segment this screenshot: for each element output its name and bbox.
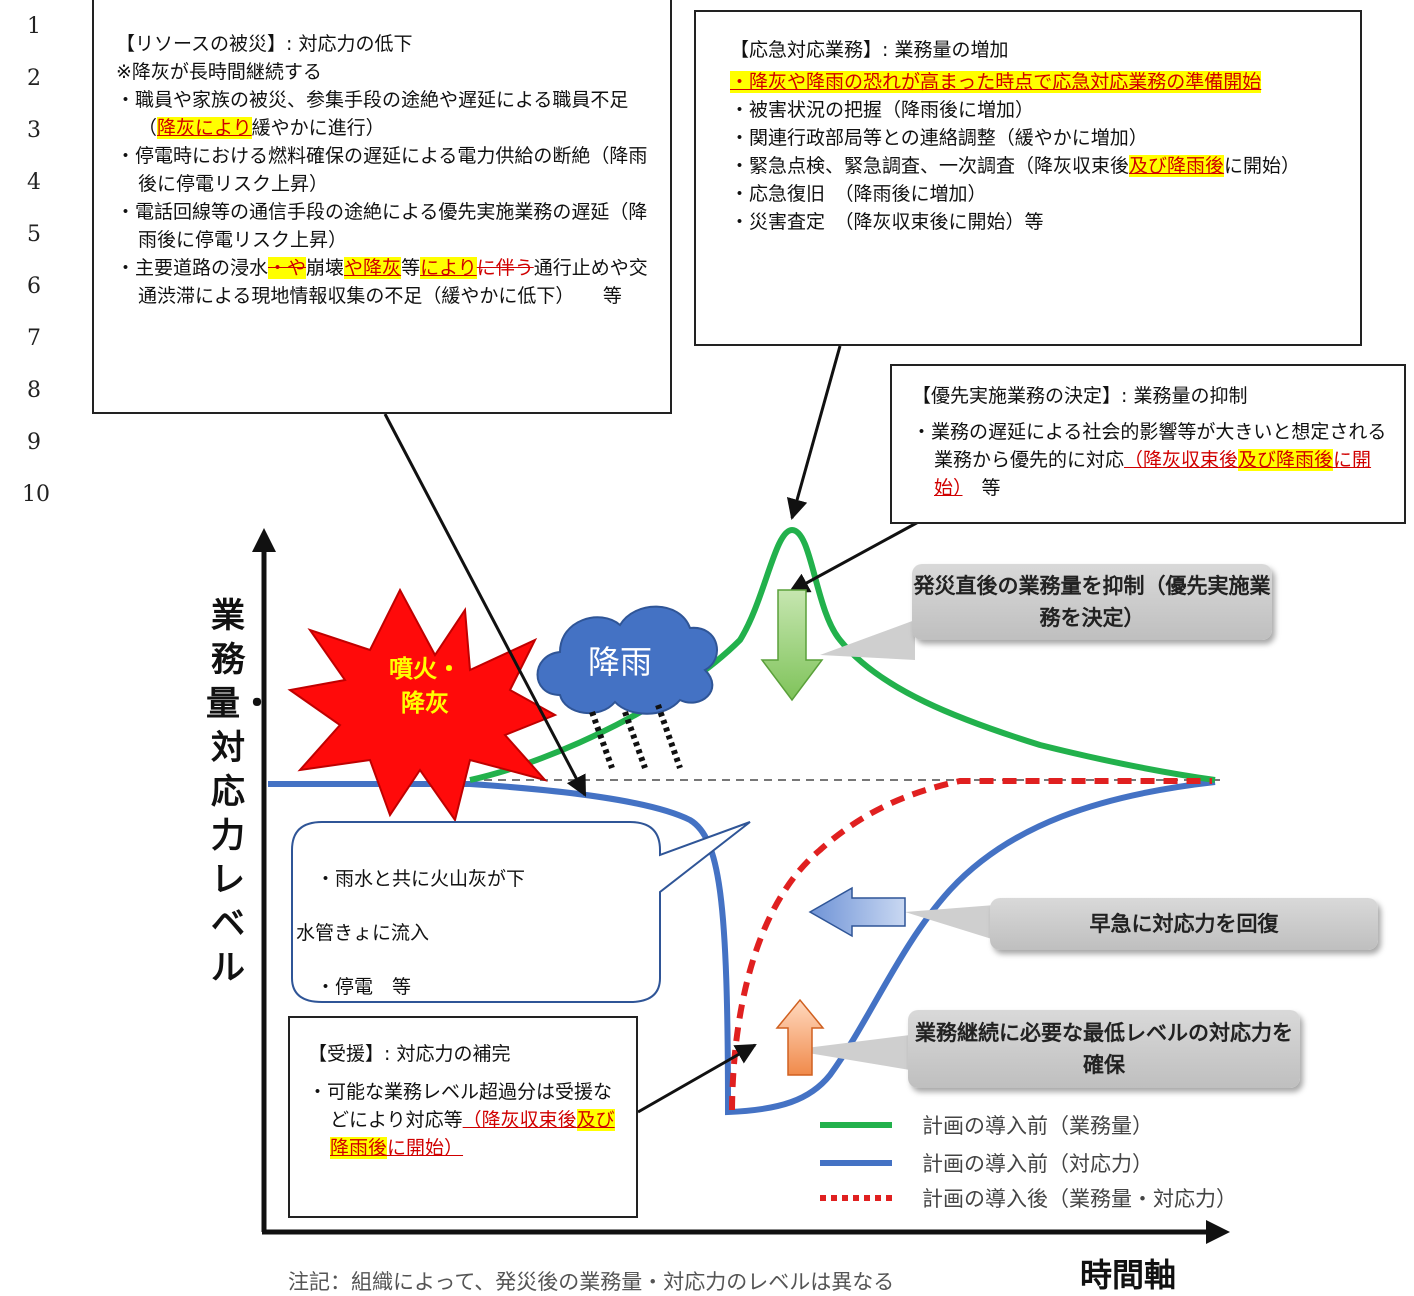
line-number: 5 — [27, 222, 41, 247]
x-axis-arrowhead — [1206, 1220, 1230, 1244]
bubble-line: 水管きょに流入 — [296, 922, 430, 944]
speech-bubble-shape — [291, 821, 751, 1003]
highlight-run: 及び降雨 — [1129, 155, 1206, 177]
footnote: 注記：組織によって、発災後の業務量・対応力のレベルは異なる — [288, 1270, 895, 1294]
rain-drops-icon — [589, 704, 683, 770]
line-number: 10 — [22, 482, 50, 507]
rain-label: 降雨 — [587, 643, 652, 681]
line-number: 7 — [27, 326, 41, 351]
text-run: 緩やかに進行） — [251, 117, 385, 139]
text-run: ・主要道路の浸水 — [116, 257, 269, 279]
emergency-item: ・被害状況の把握（降雨後に増加） — [730, 99, 1035, 121]
highlight-run: や降灰 — [344, 257, 402, 279]
suppress-callout: 発災直後の業務量を抑制（優先実施業務を決定） — [912, 564, 1272, 640]
highlight-run: ・降灰や降雨の恐れが高まった時点で応急対応業務の準備開始 — [730, 71, 1262, 93]
text-run: に開始） — [1224, 155, 1301, 177]
recover-callout-pointer — [905, 905, 995, 940]
support-leader-arrow — [637, 1043, 757, 1114]
down-arrow-icon — [760, 589, 824, 702]
line-number: 1 — [27, 14, 41, 39]
red-run: （降灰収束後 — [462, 1109, 577, 1131]
line-number: 4 — [27, 170, 41, 195]
emergency-item: ・降灰や降雨の恐れが高まった時点で応急対応業務の準備開始 — [730, 68, 1342, 96]
priority-box: 【優先実施業務の決定】: 業務量の抑制 ・業務の遅延による社会的影響等が大きいと… — [890, 364, 1406, 524]
resources-item: ・職員や家族の被災、参集手段の途絶や遅延による職員不足（降灰により緩やかに進行） — [116, 86, 654, 142]
emergency-item: ・災害査定 （降灰収束後に開始）等 — [730, 211, 1044, 233]
resources-item: ・停電時における燃料確保の遅延による電力供給の断絶（降雨後に停電リスク上昇） — [116, 145, 648, 195]
priority-item: ・業務の遅延による社会的影響等が大きいと想定される業務から優先的に対応（降灰収束… — [912, 418, 1390, 502]
text-run: 通行止めや交通渋滞による現地情報収集の不足（緩やかに低下） 等 — [138, 257, 648, 307]
line-number: 3 — [27, 118, 41, 143]
up-arrow-icon — [775, 998, 825, 1076]
red-run: （降灰収束後 — [1124, 449, 1239, 471]
emergency-box: 【応急対応業務】: 業務量の増加 ・降灰や降雨の恐れが高まった時点で応急対応業務… — [694, 10, 1362, 346]
rain-cloud-icon — [536, 605, 718, 715]
resources-leader-arrow — [383, 413, 587, 797]
speech-bubble-text: ・雨水と共に火山灰が下 水管きょに流入 ・停電 等 — [296, 852, 646, 1014]
highlight-run: 後 — [1205, 155, 1225, 177]
legend-label-after: 計画の導入後（業務量・対応力） — [922, 1187, 1237, 1211]
text-run: 崩壊 — [306, 257, 345, 279]
text-run: ・可能な業務レベル超過分は受援などにより対応等 — [308, 1081, 613, 1131]
highlight-run: 及び降雨後 — [1238, 449, 1334, 471]
y-axis-arrowhead — [252, 528, 276, 552]
legend-label-workload: 計画の導入前（業務量） — [922, 1114, 1153, 1138]
emergency-item: ・緊急点検、緊急調査、一次調査（降灰収束後及び降雨後に開始） — [730, 152, 1342, 180]
legend-label-capacity: 計画の導入前（対応力） — [922, 1152, 1153, 1176]
text-run: ・業務の遅延による社会的影響等が大きいと想定される業務から優先的に対応 — [912, 421, 1387, 471]
x-axis-label: 時間軸 — [1080, 1256, 1177, 1294]
highlight-run: により — [420, 257, 477, 279]
emergency-title: 【応急対応業務】: 業務量の増加 — [730, 39, 1009, 61]
support-title: 【受援】: 対応力の補完 — [308, 1043, 511, 1065]
after-plan-curve — [729, 778, 1212, 1111]
eruption-burst-icon — [287, 587, 558, 823]
strike-run: に伴う — [476, 257, 534, 279]
minimum-callout-pointer — [790, 1035, 910, 1070]
line-number: 9 — [27, 430, 41, 455]
emergency-item: ・関連行政部局等との連絡調整（緩やかに増加） — [730, 127, 1148, 149]
support-item: ・可能な業務レベル超過分は受援などにより対応等（降灰収束後及び降雨後に開始） — [308, 1078, 620, 1162]
minimum-callout: 業務継続に必要な最低レベルの対応力を確保 — [908, 1010, 1300, 1088]
resources-note: ※降灰が長時間継続する — [116, 61, 322, 83]
priority-leader-arrow — [788, 518, 923, 594]
highlight-run: 降灰により — [157, 117, 252, 139]
resources-title: 【リソースの被災】: 対応力の低下 — [116, 33, 413, 55]
y-axis-label: 業務量・対応力レベル — [206, 596, 274, 988]
line-number: 2 — [27, 66, 41, 91]
text-run: ・緊急点検、緊急調査、一次調査（降灰収束後 — [730, 155, 1130, 177]
resources-box: 【リソースの被災】: 対応力の低下 ※降灰が長時間継続する ・職員や家族の被災、… — [92, 0, 672, 414]
line-number: 6 — [27, 274, 41, 299]
resources-item: ・電話回線等の通信手段の途絶による優先実施業務の遅延（降雨後に停電リスク上昇） — [116, 201, 648, 251]
text-run: ・職員や家族の被災、参集手段の途絶や遅延による職員不足（ — [116, 89, 629, 139]
capacity-before-curve — [268, 779, 1216, 1116]
strike-run: ・や — [268, 257, 307, 279]
suppress-callout-pointer — [820, 620, 915, 660]
text-run: 等 — [401, 257, 421, 279]
priority-title: 【優先実施業務の決定】: 業務量の抑制 — [912, 385, 1248, 407]
bubble-line: ・停電 等 — [316, 976, 412, 998]
red-run: に開始） — [934, 449, 1372, 499]
bubble-line: ・雨水と共に火山灰が下 — [316, 868, 526, 890]
resources-item: ・主要道路の浸水・や崩壊や降灰等によりに伴う通行止めや交通渋滞による現地情報収集… — [116, 254, 654, 310]
emergency-item: ・応急復旧 （降雨後に増加） — [730, 183, 987, 205]
emergency-leader-arrow — [786, 345, 842, 521]
recover-callout: 早急に対応力を回復 — [990, 898, 1378, 950]
line-number: 8 — [27, 378, 41, 403]
left-arrow-icon — [808, 886, 906, 938]
text-run: 等 — [962, 477, 1001, 499]
support-box: 【受援】: 対応力の補完 ・可能な業務レベル超過分は受援などにより対応等（降灰収… — [288, 1016, 638, 1218]
red-run: に開始） — [387, 1137, 464, 1159]
eruption-label: 噴火・降灰 — [389, 655, 461, 717]
